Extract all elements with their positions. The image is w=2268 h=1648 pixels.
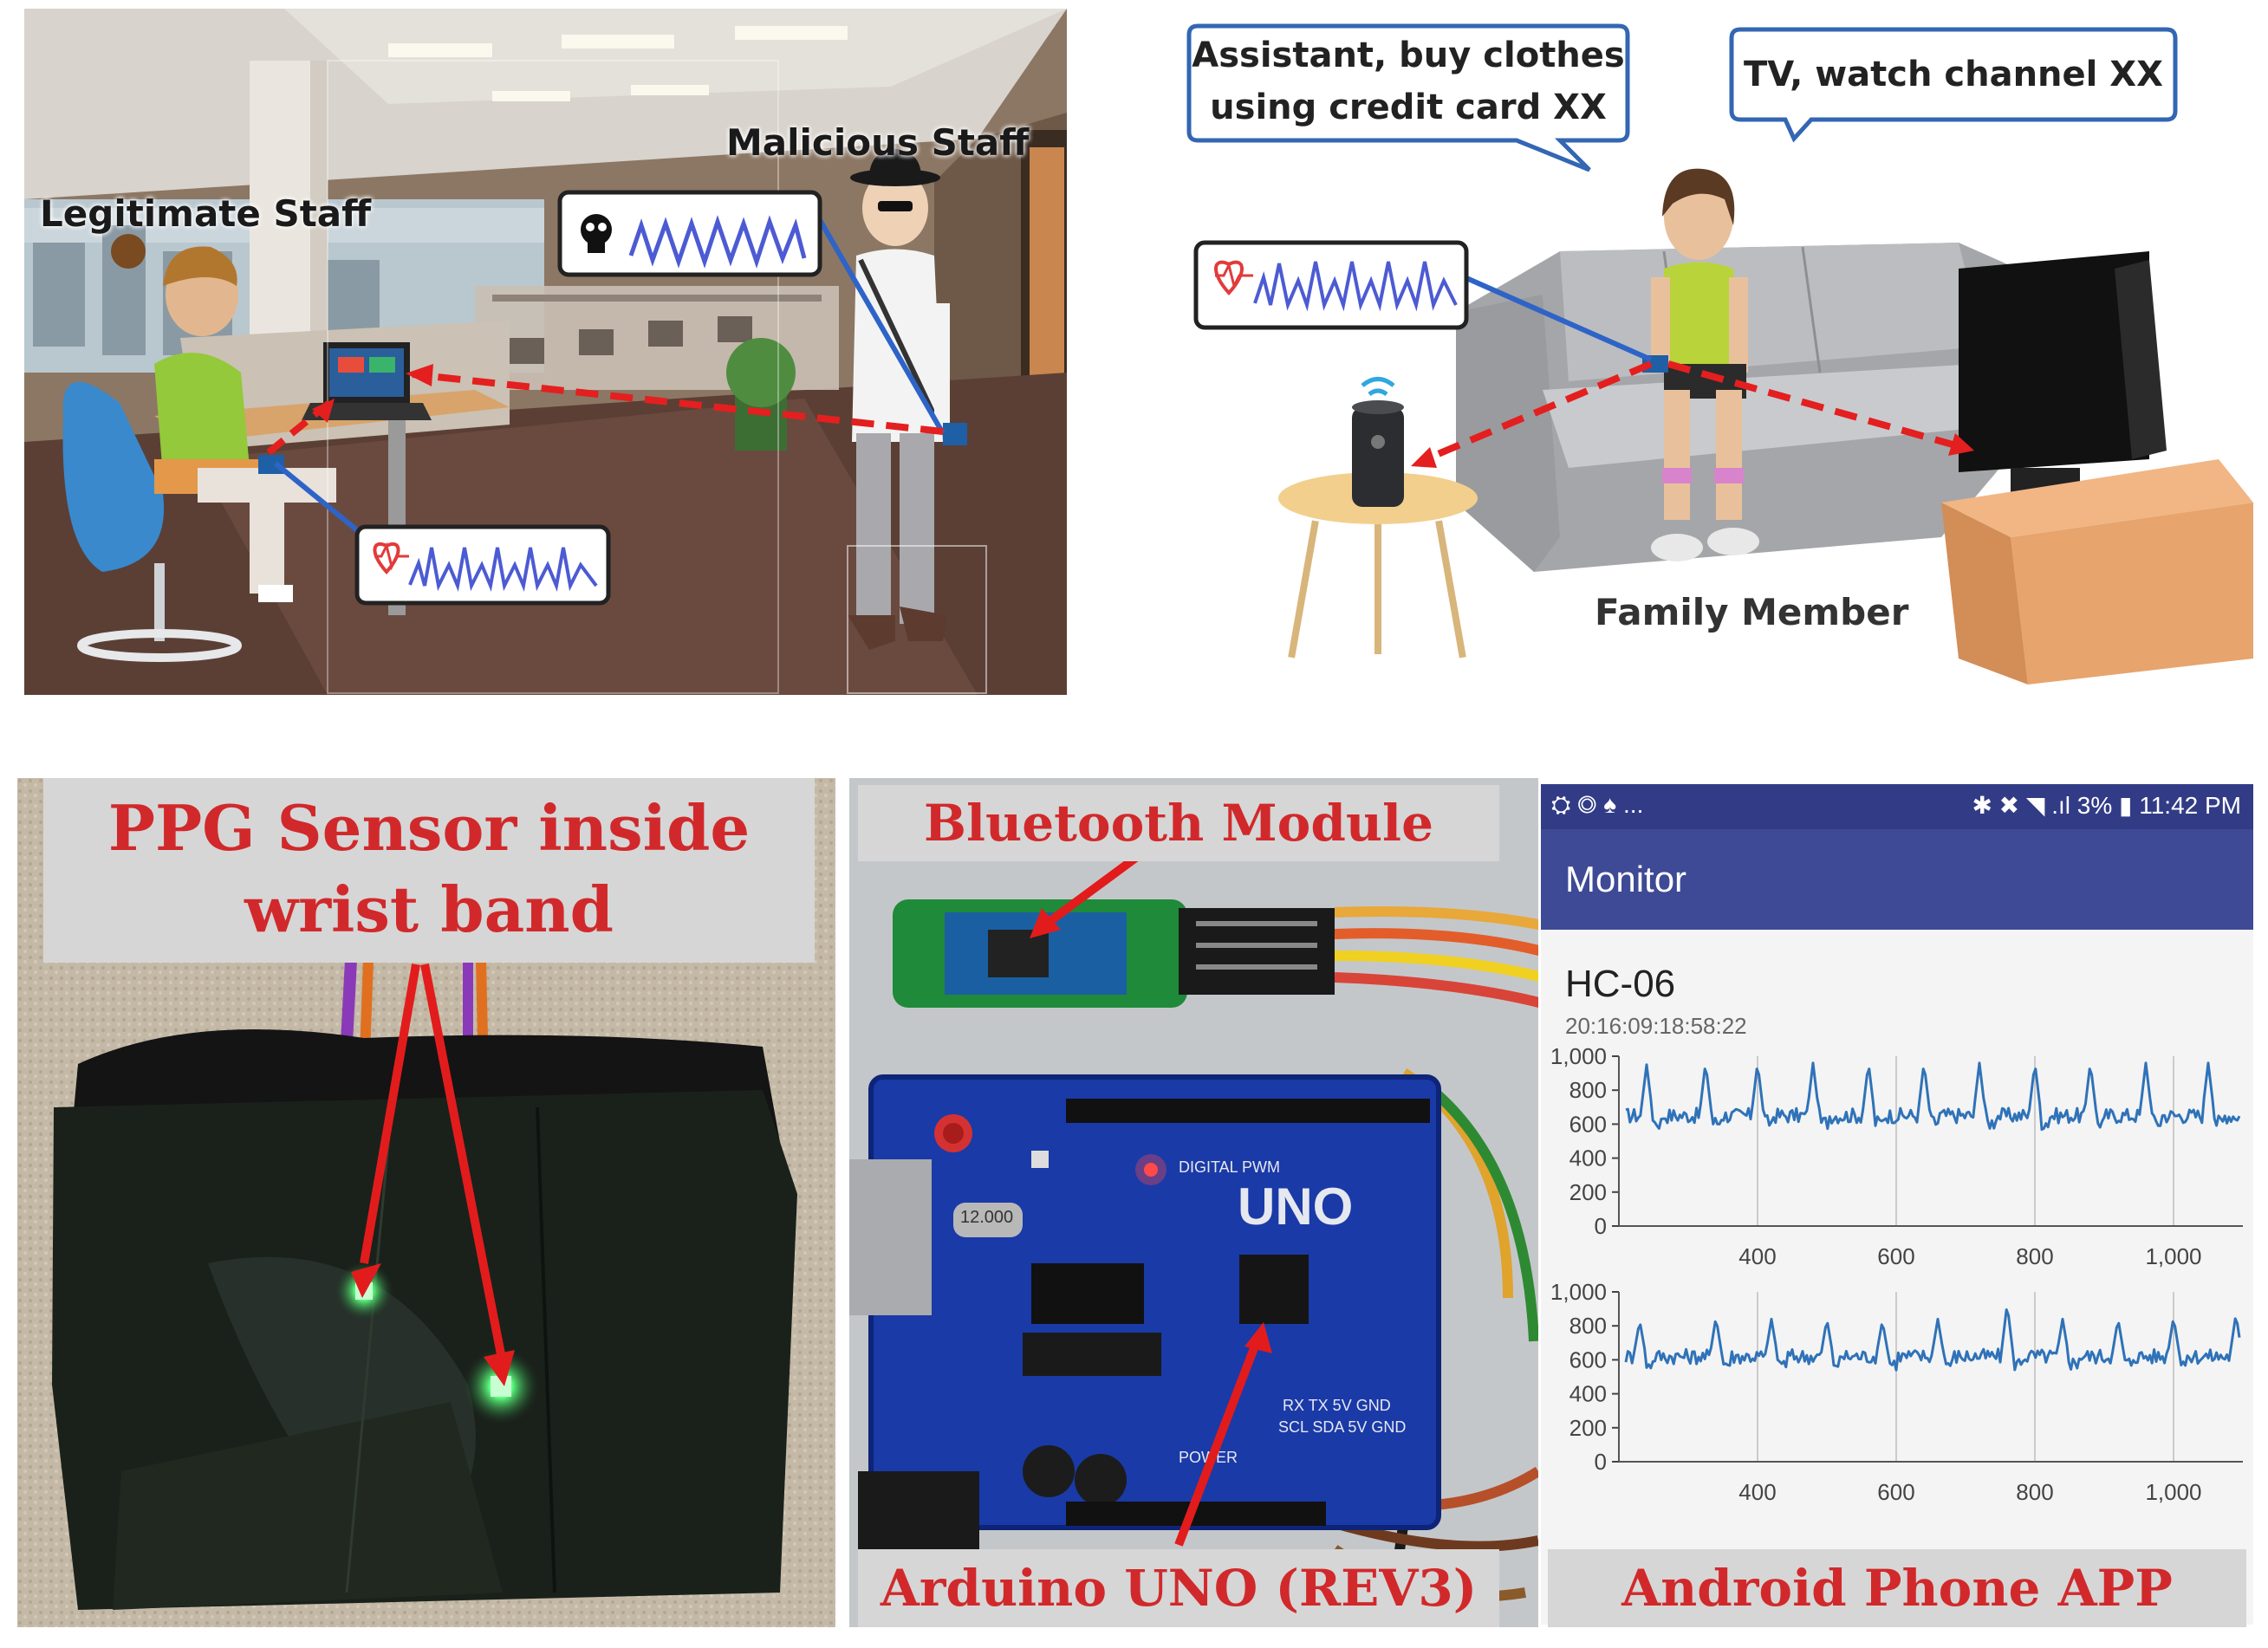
family-member-label: Family Member [1595, 591, 1909, 633]
y-tick-label: 1,000 [1550, 1279, 1607, 1305]
x-tick-label: 800 [2016, 1479, 2053, 1505]
x-tick-label: 1,000 [2145, 1243, 2201, 1269]
ppg-caption-line2: wrist band [244, 873, 614, 946]
y-tick-label: 0 [1595, 1449, 1607, 1475]
office-illustration [24, 9, 1067, 695]
ppg-signal-line [1625, 1061, 2241, 1132]
svg-text:DIGITAL PWM: DIGITAL PWM [1179, 1158, 1280, 1176]
y-tick-label: 800 [1569, 1313, 1607, 1339]
bluetooth-caption-box [858, 785, 1499, 861]
x-tick-label: 600 [1877, 1479, 1914, 1505]
y-tick-label: 400 [1569, 1381, 1607, 1407]
bubble-left-line2: using credit card XX [1210, 88, 1607, 127]
ppg-signal-line [1624, 1308, 2241, 1372]
arduino-caption-box [858, 1549, 1499, 1627]
bluetooth-module-caption: Bluetooth Module [924, 794, 1433, 853]
wristband-photo: PPG Sensor inside wrist band [17, 778, 835, 1627]
x-tick-label: 800 [2016, 1243, 2053, 1269]
bubble-right-text: TV, watch channel XX [1744, 55, 2163, 94]
app-title: Monitor [1565, 859, 1687, 899]
x-tick-label: 1,000 [2145, 1479, 2201, 1505]
svg-text:SCL SDA 5V GND: SCL SDA 5V GND [1278, 1418, 1406, 1436]
android-app-caption: Android Phone APP [1621, 1559, 2173, 1618]
x-tick-label: 400 [1738, 1479, 1776, 1505]
y-tick-label: 0 [1595, 1213, 1607, 1239]
phone-app-screenshot: ⛭ ◎ ♠ ... ✱ ✖ ◥ .ıl 3% ▮ 11:42 PM Monito… [1541, 784, 2253, 1638]
phone-caption-box [1548, 1549, 2246, 1627]
legitimate-staff-label: Legitimate Staff [40, 192, 372, 235]
svg-text:RX TX 5V GND: RX TX 5V GND [1283, 1397, 1391, 1414]
device-name: HC-06 [1565, 963, 1676, 1005]
y-tick-label: 1,000 [1550, 1043, 1607, 1069]
ppg-chart-bottom: 400 600 800 1,000 0 200 400 600 800 1,000 [1550, 1279, 2243, 1505]
arduino-uno-caption: Arduino UNO (REV3) [880, 1559, 1478, 1618]
home-scene: Assistant, buy clothes using credit card… [1179, 17, 2268, 695]
y-tick-label: 600 [1569, 1346, 1607, 1372]
device-info[interactable]: HC-06 20:16:09:18:58:22 [1541, 930, 2253, 1042]
device-address: 20:16:09:18:58:22 [1565, 1013, 1747, 1039]
status-bar-notifications: ⛭ ◎ ♠ ... [1551, 791, 1644, 818]
y-tick-label: 200 [1569, 1179, 1607, 1205]
ppg-caption-line1: PPG Sensor inside [107, 791, 751, 865]
arduino-photo: DIGITAL PWM RX TX 5V GND SCL SDA 5V GND … [849, 778, 1538, 1627]
home-illustration [1186, 23, 2253, 685]
status-bar: ⛭ ◎ ♠ ... ✱ ✖ ◥ .ıl 3% ▮ 11:42 PM [1541, 784, 2253, 829]
crystal-label: 12.000 [960, 1208, 1014, 1227]
malicious-staff-label: Malicious Staff [726, 121, 1030, 164]
y-tick-label: 800 [1569, 1077, 1607, 1103]
ppg-chart-top: 400 600 800 1,000 0 200 400 600 800 1,000 [1550, 1043, 2243, 1269]
y-tick-label: 600 [1569, 1111, 1607, 1137]
office-scene: Legitimate Staff Malicious Staff [24, 9, 1067, 695]
y-tick-label: 200 [1569, 1415, 1607, 1441]
chart-area: 400 600 800 1,000 0 200 400 600 800 1,000 400 600 8… [1541, 1042, 2253, 1625]
y-tick-label: 400 [1569, 1145, 1607, 1171]
arduino-illustration: DIGITAL PWM RX TX 5V GND SCL SDA 5V GND … [849, 778, 1538, 1627]
x-tick-label: 400 [1738, 1243, 1776, 1269]
status-bar-system: ✱ ✖ ◥ .ıl 3% ▮ 11:42 PM [1972, 792, 2241, 819]
uno-board-label: UNO [1238, 1178, 1354, 1236]
x-tick-label: 600 [1877, 1243, 1914, 1269]
bubble-left-line1: Assistant, buy clothes [1192, 36, 1625, 75]
wristband-caption-box [43, 778, 815, 963]
app-bar: Monitor [1541, 829, 2253, 930]
